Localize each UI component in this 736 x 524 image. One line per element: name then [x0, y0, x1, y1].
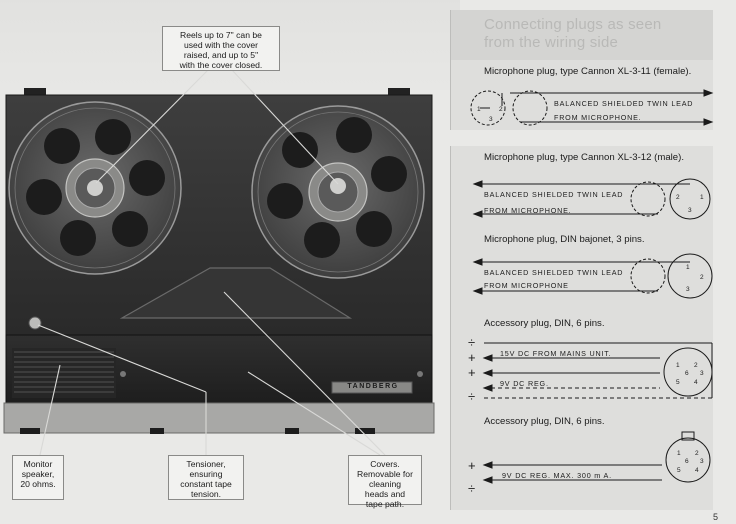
plus-symbol: +: [468, 365, 476, 380]
pin-label: 3: [700, 458, 704, 465]
pin-label: 4: [695, 467, 699, 474]
pin-label: 2: [695, 450, 699, 457]
pin-label: 2: [694, 362, 698, 369]
minus-symbol: ÷: [468, 335, 476, 350]
left-reel: [8, 101, 182, 275]
lead-text-xl311-a: BALANCED SHIELDED TWIN LEAD: [554, 99, 694, 108]
panel-din6a: [450, 310, 713, 410]
plug-heading-din3: Microphone plug, DIN bajonet, 3 pins.: [484, 234, 645, 245]
lead-text-din3-b: FROM MICROPHONE: [484, 281, 569, 290]
pin-label: 3: [489, 116, 493, 123]
pin-label: 2: [700, 274, 704, 281]
minus-symbol: ÷: [468, 481, 476, 496]
plug-heading-din6a: Accessory plug, DIN, 6 pins.: [484, 318, 605, 329]
wiring-diagrams: [470, 89, 714, 484]
brand-plate: [331, 381, 413, 394]
pin-label: 3: [686, 286, 690, 293]
pin-label: 5: [677, 467, 681, 474]
plug-heading-din6b: Accessory plug, DIN, 6 pins.: [484, 416, 605, 427]
pin-label: 1: [686, 264, 690, 271]
brand-label: TANDBERG: [347, 383, 399, 390]
pin-label: 2: [676, 194, 680, 201]
plug-heading-xl311: Microphone plug, type Cannon XL-3-11 (fe…: [484, 66, 692, 77]
lead-text-din3-a: BALANCED SHIELDED TWIN LEAD: [484, 268, 624, 277]
lead-text-din6b: 9V DC REG. MAX. 300 m A.: [502, 471, 612, 480]
pin-label: 1: [700, 194, 704, 201]
pin-label: 5: [676, 379, 680, 386]
plug-heading-xl312: Microphone plug, type Cannon XL-3-12 (ma…: [484, 152, 684, 163]
speaker-grille: [12, 348, 116, 398]
pin-label: 2: [499, 106, 503, 113]
pin-label: 3: [700, 370, 704, 377]
pin-label: 1: [477, 106, 481, 113]
pin-label: 6: [685, 370, 689, 377]
pin-label: 6: [685, 458, 689, 465]
pin-label: 1: [677, 450, 681, 457]
pin-label: 3: [688, 207, 692, 214]
tensioner-knob: [28, 316, 42, 330]
lead-text-xl312-b: FROM MICROPHONE.: [484, 206, 572, 215]
right-reel: [251, 105, 425, 279]
head-cover: [119, 267, 353, 319]
panel-din6b: [450, 410, 713, 510]
plus-symbol: +: [468, 350, 476, 365]
pin-label: 1: [676, 362, 680, 369]
lead-text-xl312-a: BALANCED SHIELDED TWIN LEAD: [484, 190, 624, 199]
lead-text-xl311-b: FROM MICROPHONE.: [554, 113, 642, 122]
minus-symbol: ÷: [468, 389, 476, 404]
tape-recorder-photo: [3, 69, 435, 456]
lead-text-din6a-a: 15V DC FROM MAINS UNIT.: [500, 349, 612, 358]
plus-symbol: +: [468, 458, 476, 473]
lead-text-din6a-b: 9V DC REG.: [500, 379, 549, 388]
page-number: 5: [712, 512, 718, 522]
pin-label: 4: [694, 379, 698, 386]
panel-xl311: [450, 60, 713, 130]
